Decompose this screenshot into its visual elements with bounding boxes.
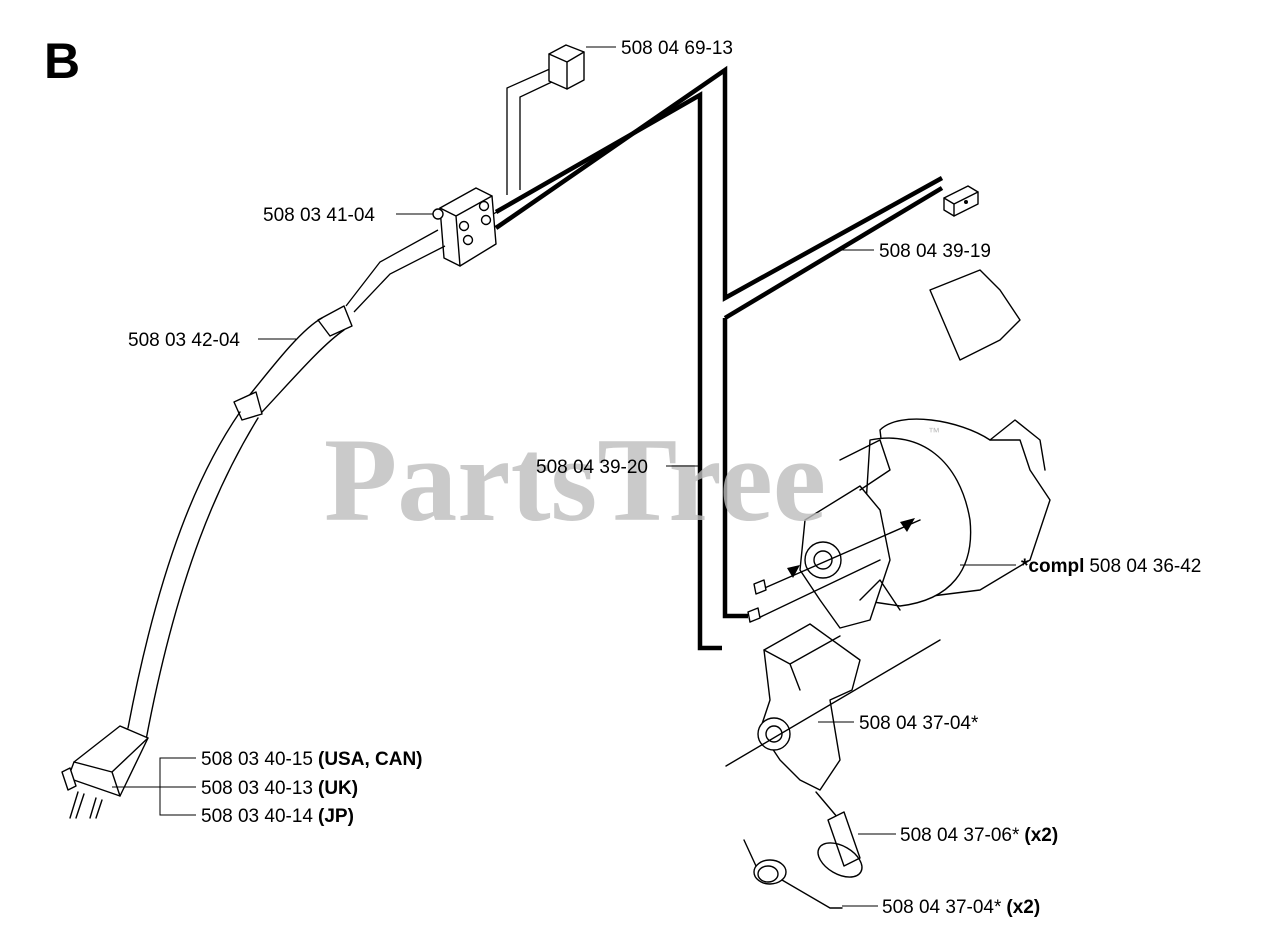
plug (61, 725, 149, 819)
section-letter: B (44, 33, 80, 89)
label-plug-jp-region: (JP) (318, 806, 354, 827)
label-plug-uk-number: 508 03 40-13 (201, 778, 313, 799)
label-switch: 508 03 41-04 (263, 205, 375, 226)
label-wire-short: 508 04 39-19 (879, 241, 991, 262)
switch (432, 187, 497, 267)
brush-holder (725, 623, 941, 791)
label-brush-number: 508 04 37-06* (900, 825, 1020, 846)
label-brush-holder: 508 04 37-04* (859, 713, 979, 734)
leader-lines (112, 46, 1016, 907)
power-cable (127, 229, 446, 741)
label-plug-usa-region: (USA, CAN) (318, 749, 423, 770)
label-spring-qty: (x2) (1006, 897, 1040, 918)
label-plug-uk-region: (UK) (318, 778, 358, 799)
motor (747, 269, 1051, 629)
connector-top (548, 44, 585, 90)
label-motor-prefix: *compl (1021, 556, 1084, 577)
label-plug-uk: 508 03 40-13(UK) (201, 778, 358, 799)
label-cable-sleeve: 508 03 42-04 (128, 330, 240, 351)
spring (743, 839, 843, 909)
label-motor-number: 508 04 36-42 (1089, 556, 1201, 577)
connector-right (943, 185, 979, 217)
connector-top-wires (506, 67, 557, 195)
brush (815, 791, 863, 878)
label-brush: 508 04 37-06*(x2) (900, 825, 1058, 846)
label-plug-usa: 508 03 40-15(USA, CAN) (201, 749, 423, 770)
label-plug-jp: 508 03 40-14(JP) (201, 806, 354, 827)
watermark: PartsTree (324, 413, 826, 546)
label-connector-top: 508 04 69-13 (621, 38, 733, 59)
label-brush-qty: (x2) (1024, 825, 1058, 846)
label-wire-long: 508 04 39-20 (536, 457, 648, 478)
label-spring-number: 508 04 37-04* (882, 897, 1002, 918)
label-plug-usa-number: 508 03 40-15 (201, 749, 313, 770)
wire-harness (479, 65, 944, 651)
watermark-trademark: ™ (928, 425, 940, 439)
label-plug-jp-number: 508 03 40-14 (201, 806, 313, 827)
label-spring: 508 04 37-04*(x2) (882, 897, 1040, 918)
